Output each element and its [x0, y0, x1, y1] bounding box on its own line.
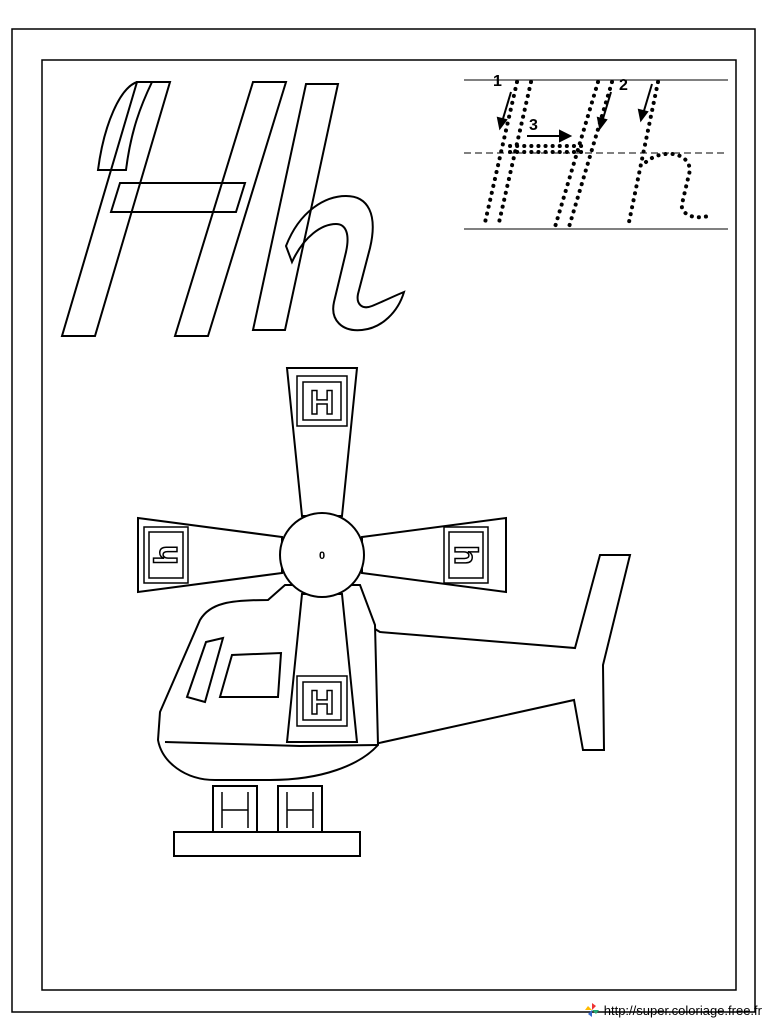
blade-letter-top: H: [310, 384, 335, 422]
skid-letter-H-left: [221, 792, 249, 828]
blade-plate-top: [296, 375, 348, 427]
dotted-letters: [482, 80, 710, 229]
blade-letter-left: h: [148, 545, 184, 565]
skid-post-left: [212, 785, 258, 833]
helicopter: [156, 554, 632, 857]
stroke-arrows: [496, 83, 653, 143]
stroke-number-2: 2: [619, 77, 628, 94]
rotor-hub-label: 0: [319, 550, 325, 562]
blade-letter-bottom: H: [310, 684, 335, 722]
inner-border: [41, 59, 737, 991]
blade-plate-left: [143, 526, 189, 584]
footer: http://super.coloriage.free.fr: [584, 1002, 762, 1018]
helicopter-belly: [164, 741, 379, 748]
stroke-number-1: 1: [493, 73, 502, 90]
outer-border: [11, 28, 756, 1013]
helicopter-side-window: [218, 651, 283, 698]
tracing-guide: [464, 79, 728, 230]
outlined-letter-h: [251, 83, 406, 332]
skid-post-right: [277, 785, 323, 833]
rotor-blade-left: [137, 516, 283, 594]
stroke-number-3: 3: [529, 117, 538, 134]
rotor-blade-top: [285, 367, 359, 517]
helicopter-tail: [358, 554, 632, 751]
skid-letter-H-right: [286, 792, 314, 828]
outlined-letter-H: [60, 81, 288, 337]
rotor-hub: [279, 512, 365, 598]
helicopter-front-window: [185, 636, 225, 704]
blade-plate-bottom: [296, 675, 348, 727]
blade-letter-right: h: [448, 545, 484, 565]
footer-url[interactable]: http://super.coloriage.free.fr: [603, 1002, 762, 1018]
helicopter-skid-base: [173, 831, 361, 857]
rotor: [137, 367, 507, 743]
blade-plate-right: [443, 526, 489, 584]
pinwheel-icon: [584, 1003, 599, 1017]
